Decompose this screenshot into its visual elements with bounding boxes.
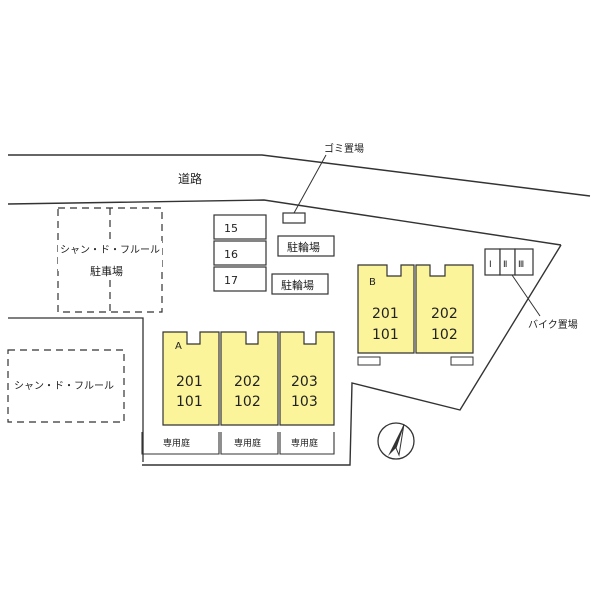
unit-block: [279, 331, 335, 426]
neighbor-label-left: シャン・ド・フルール: [14, 381, 114, 392]
porch-slab: [450, 356, 474, 366]
garbage-label: ゴミ置場: [324, 142, 364, 155]
unit-lower-number: 102: [234, 394, 261, 410]
unit-lower-number: 102: [431, 327, 458, 343]
unit-block: [415, 264, 474, 354]
private-gardens: [141, 432, 335, 455]
unit-lower-number: 101: [176, 394, 203, 410]
parking-space: [213, 266, 267, 292]
parking-spaces: 15 16 17: [213, 214, 267, 292]
neighbor-building: [7, 349, 125, 423]
moto-shed-number: Ⅲ: [518, 260, 524, 270]
site-boundary: [142, 244, 562, 466]
garbage-station: [282, 212, 306, 224]
building-b: [357, 264, 474, 354]
parking-space: [213, 214, 267, 240]
unit-upper-number: 201: [176, 374, 203, 390]
unit-upper-number: 203: [291, 374, 318, 390]
moto-sheds: Ⅰ Ⅱ Ⅲ: [484, 248, 534, 276]
garden-label: 専用庭: [291, 437, 318, 449]
garden-outline: [220, 432, 279, 455]
moto-shed: [484, 248, 501, 276]
moto-leader-line: [511, 274, 541, 317]
parking-space: [213, 240, 267, 266]
moto-shed-number: Ⅱ: [503, 260, 507, 270]
unit-lower-number: 103: [291, 394, 318, 410]
garden-outline: [279, 432, 335, 455]
garden-label: 専用庭: [163, 437, 190, 449]
unit-block: [357, 264, 415, 354]
garden-outline: [141, 432, 220, 455]
parking-space-number: 17: [224, 274, 238, 287]
building-a-name: A: [175, 341, 182, 352]
unit-block: [162, 331, 220, 426]
building-a: [162, 331, 335, 426]
north-arrow-icon: [377, 422, 415, 460]
bike-parking-2: [271, 273, 329, 295]
parking-space-number: 15: [224, 222, 238, 235]
garbage-leader-line: [293, 154, 327, 214]
unit-block: [220, 331, 279, 426]
parking-space-number: 16: [224, 248, 238, 261]
porch-slab: [357, 356, 381, 366]
neighbor-boundary: [8, 317, 144, 462]
road-edge-upper: [8, 154, 591, 197]
neighbor-label-top: シャン・ド・フルール: [60, 245, 160, 256]
moto-shed: [514, 248, 534, 276]
unit-upper-number: 202: [234, 374, 261, 390]
building-b-name: B: [369, 277, 376, 288]
road-edge-lower: [7, 199, 562, 246]
unit-upper-number: 202: [431, 306, 458, 322]
road-label: 道路: [178, 171, 202, 186]
unit-upper-number: 201: [372, 306, 399, 322]
bike-parking-label-1: 駐輪場: [287, 240, 320, 254]
bike-parking-1: [277, 235, 335, 257]
bike-parking-label-2: 駐輪場: [281, 278, 314, 292]
moto-shed-number: Ⅰ: [489, 260, 492, 270]
moto-label: バイク置場: [528, 318, 578, 331]
parking-lot-label: 駐車場: [90, 264, 123, 278]
garden-label: 専用庭: [234, 437, 261, 449]
unit-lower-number: 101: [372, 327, 399, 343]
